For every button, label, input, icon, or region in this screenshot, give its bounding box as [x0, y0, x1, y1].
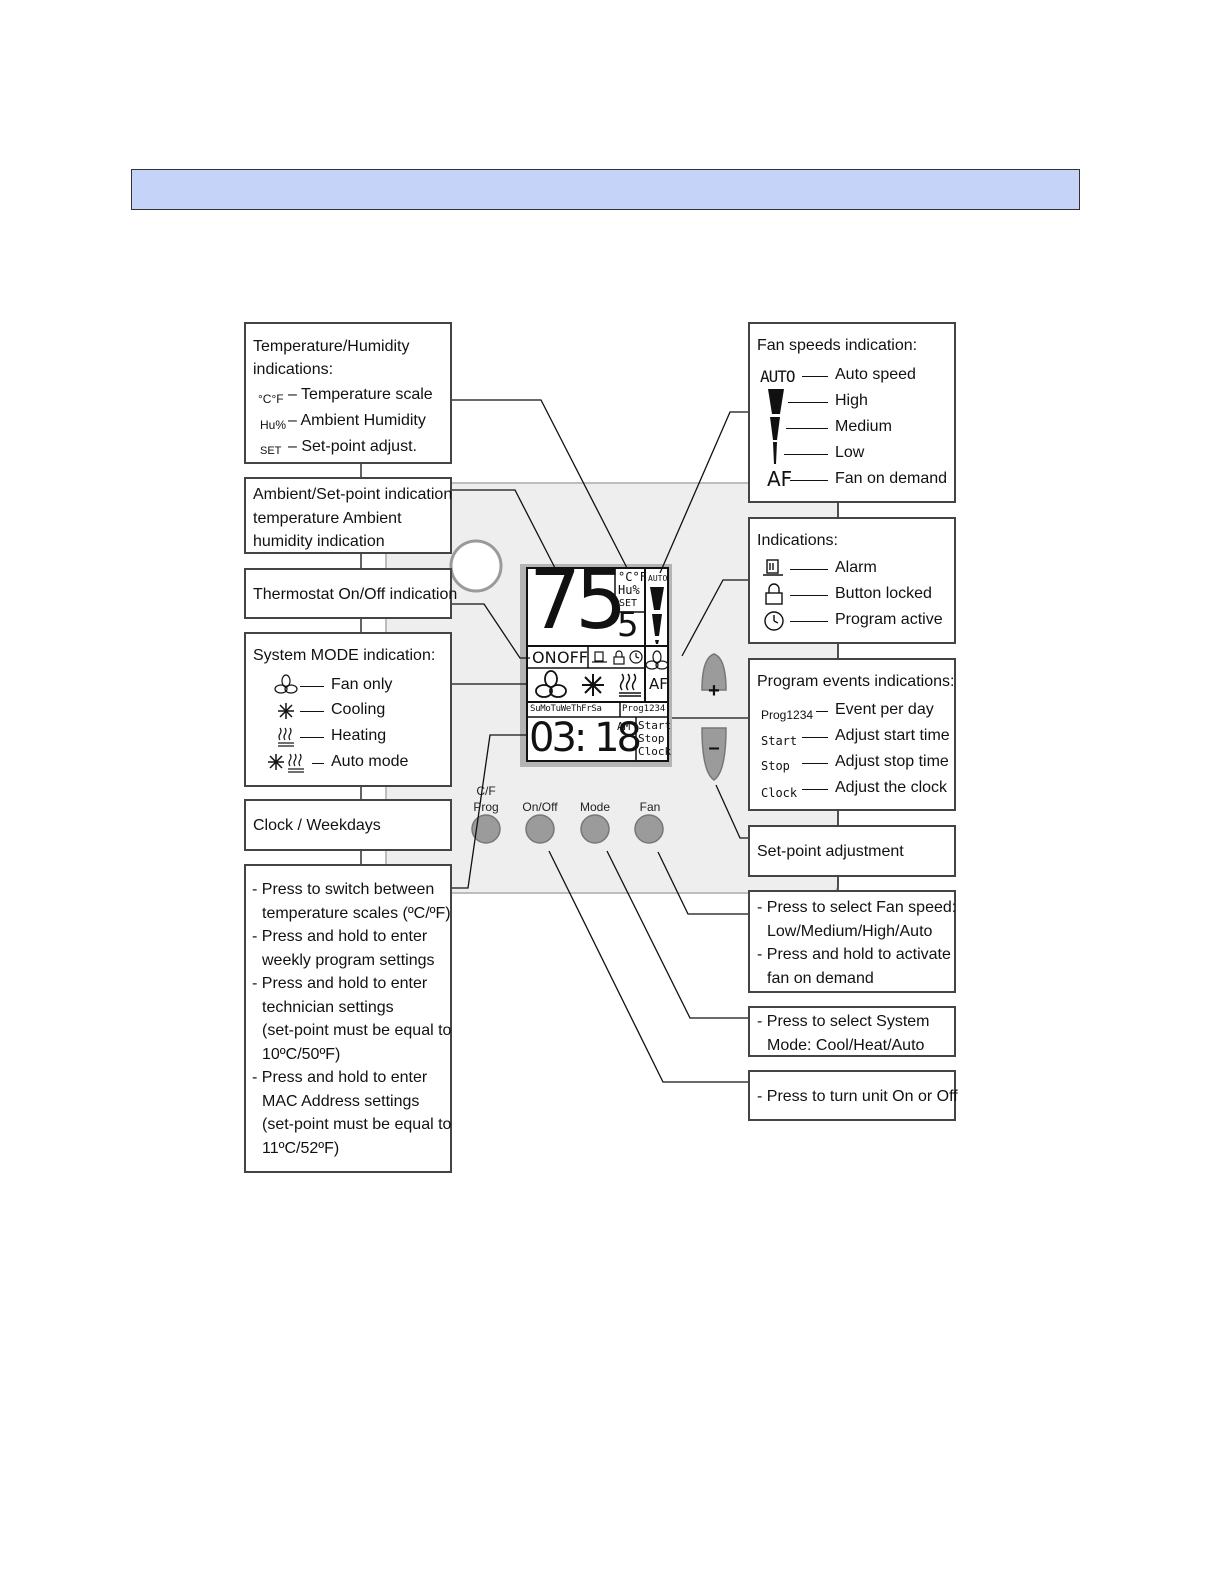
mode-label[interactable]: Mode — [579, 800, 611, 814]
lcd-fan-bar-low — [655, 640, 659, 644]
lcd-lock-icon — [613, 650, 625, 665]
thermostat-onoff-box: Thermostat On/Off indication — [244, 568, 457, 619]
dash — [790, 621, 828, 622]
heat-waves-icon — [278, 727, 294, 747]
header-banner — [131, 169, 1080, 210]
dash — [300, 737, 324, 738]
humidity-symbol: Hu% — [260, 418, 287, 432]
lcd-clock-time: 03: 18 — [529, 715, 642, 761]
temp-humidity-box: Temperature/Humidity indications: °C°F –… — [244, 322, 452, 464]
onoff-label[interactable]: On/Off — [522, 800, 558, 814]
dash — [784, 454, 828, 455]
lcd-prog: Prog1234 — [622, 704, 666, 714]
dash — [802, 376, 828, 377]
lcd-alarm-icon — [592, 651, 607, 663]
set-symbol: SET — [260, 445, 282, 457]
cf-prog-label-2[interactable]: Prog — [473, 800, 499, 814]
lcd-fan-auto: AUTO — [648, 574, 668, 583]
lcd-humidity: Hu% — [618, 583, 640, 597]
lcd-clock-icon — [629, 650, 643, 664]
cf-prog-button — [471, 814, 501, 844]
alarm-icon — [763, 559, 783, 576]
fan-icon — [274, 674, 298, 694]
lcd-off: OFF — [557, 648, 588, 667]
auto-mode-icon — [268, 753, 304, 773]
dash — [790, 480, 828, 481]
lcd-weekdays: SuMoTuWeThFrSa — [530, 704, 602, 714]
mode-button — [580, 814, 610, 844]
ambient-setpoint-box: Ambient/Set-point indication temperature… — [244, 477, 452, 554]
fan-label[interactable]: Fan — [639, 800, 661, 814]
lcd-scale: °C°F — [618, 570, 647, 584]
lcd-fan-small-icon — [645, 650, 669, 670]
cf-prog-label-1[interactable]: C/F — [476, 784, 496, 798]
lcd-stop: Stop — [638, 732, 665, 745]
lcd-on: ON — [532, 648, 557, 667]
lcd-snowflake-icon — [582, 674, 604, 696]
snowflake-icon — [278, 703, 294, 719]
lcd-temperature-decimal: 5 — [617, 605, 639, 645]
minus-button — [701, 727, 727, 781]
lcd-set: SET — [619, 598, 638, 609]
dash — [802, 789, 828, 790]
dash — [786, 428, 828, 429]
auto-symbol: AUTO — [760, 367, 796, 386]
system-mode-icons — [268, 674, 304, 773]
fan-button — [634, 814, 664, 844]
leader-lines — [360, 399, 839, 1083]
stop-symbol: Stop — [761, 759, 790, 773]
fan-bars — [768, 389, 784, 464]
onoff-button — [525, 814, 555, 844]
mode-help-box: - Press to select System Mode: Cool/Heat… — [748, 1006, 956, 1057]
lcd-clock: Clock — [638, 745, 672, 758]
fan-bar-medium-icon — [770, 417, 780, 440]
lcd-fan-bar-medium — [652, 614, 662, 636]
dash — [802, 737, 828, 738]
onoff-help-box: - Press to turn unit On or Off — [748, 1070, 958, 1121]
clock-symbol: Clock — [761, 786, 798, 800]
dash — [802, 763, 828, 764]
clock-icon — [764, 611, 784, 631]
fan-help-box: - Press to select Fan speed: Low/Medium/… — [748, 890, 956, 993]
cf-prog-help-box: - Press to switch between temperature sc… — [244, 864, 452, 1173]
dash — [790, 595, 828, 596]
minus-label[interactable]: – — [708, 737, 720, 759]
lcd-ampm: AM — [617, 720, 631, 733]
system-mode-box: System MODE indication: Fan only Cooling… — [244, 632, 452, 787]
celsius-fahrenheit-symbol: °C°F — [258, 392, 284, 406]
lcd-fan-icon — [535, 670, 567, 698]
dash — [788, 402, 828, 403]
indications-box: Indications: Alarm Button locked Program… — [748, 517, 956, 644]
lcd-heat-icon — [619, 673, 641, 697]
fan-bar-low-icon — [773, 442, 777, 464]
lcd-temperature-main: 75 — [529, 553, 627, 648]
lcd-start: Start — [638, 719, 672, 732]
dash — [300, 686, 324, 687]
start-symbol: Start — [761, 734, 798, 748]
plus-button — [701, 653, 727, 691]
dash — [312, 763, 324, 764]
dash — [300, 711, 324, 712]
dash — [790, 569, 828, 570]
prog-symbol: Prog1234 — [761, 708, 814, 722]
fan-bar-high-icon — [768, 389, 784, 414]
lcd-fan-bar-high — [650, 587, 664, 610]
plus-label[interactable]: + — [708, 680, 720, 702]
indication-icons — [763, 559, 784, 631]
af-symbol: AF — [767, 467, 793, 491]
program-events-box: Program events indications: Prog1234 Sta… — [748, 658, 956, 811]
clock-weekdays-box: Clock / Weekdays — [244, 799, 452, 851]
sensor-window — [449, 539, 503, 593]
lock-icon — [765, 583, 783, 605]
lcd-fan-af: AF — [649, 675, 668, 693]
fan-speeds-box: Fan speeds indication: AUTO AF Auto spee… — [748, 322, 956, 503]
setpoint-adjustment-box: Set-point adjustment — [748, 825, 956, 877]
dash — [816, 711, 828, 712]
